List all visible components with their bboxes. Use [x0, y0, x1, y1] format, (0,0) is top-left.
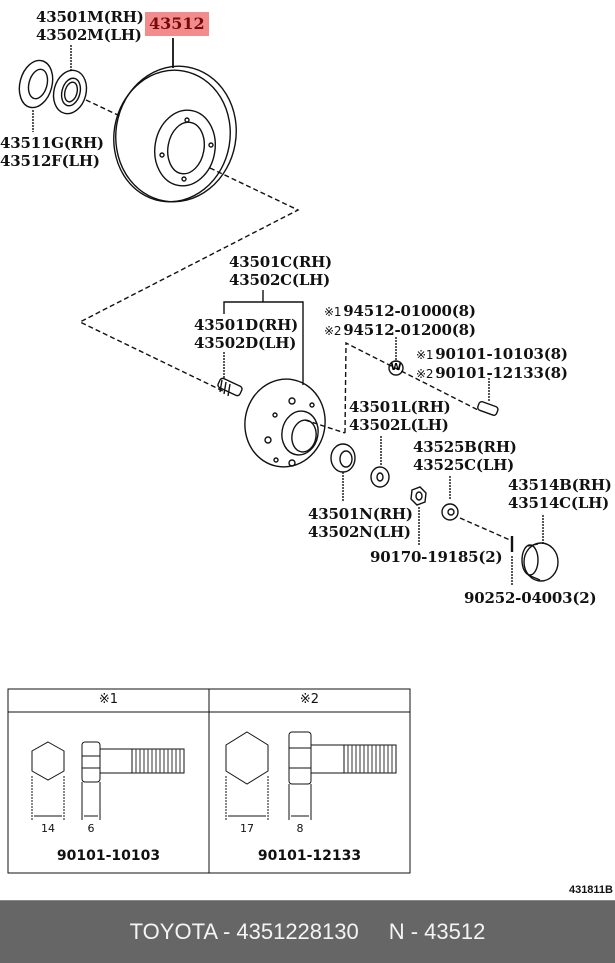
callout-line: 43511G(RH) [0, 134, 104, 152]
callout-line: 94512-01000(8) [343, 302, 476, 320]
callout-inner-bearing-2[interactable]: 43501N(RH) 43502N(LH) [308, 505, 413, 541]
callout-line: 43512F(LH) [0, 152, 100, 170]
callout-axle-hub[interactable]: 43501C(RH) 43502C(LH) [229, 253, 332, 289]
diagram-drawing [7, 38, 559, 874]
inner-bearing-drawing [330, 443, 356, 473]
note-mark: ※2 [416, 367, 434, 381]
callout-line: 90101-10103(8) [435, 345, 568, 363]
parts-diagram: 43512 43501M(RH) 43502M(LH) 43511G(RH) 4… [0, 8, 613, 896]
callout-grease-cap[interactable]: 43514B(RH) 43514C(LH) [508, 476, 612, 512]
callout-line: 43525C(LH) [413, 456, 515, 474]
callout-inner-bearing[interactable]: 43501L(RH) 43502L(LH) [349, 398, 451, 434]
callout-lock-nut[interactable]: 43525B(RH) 43525C(LH) [413, 438, 517, 474]
callout-washer[interactable]: 90170-19185(2) [370, 548, 503, 566]
callout-hub-bolt[interactable]: 43501D(RH) 43502D(LH) [194, 316, 298, 352]
callout-line: 43514B(RH) [508, 476, 612, 494]
oil-seal-drawing [18, 59, 54, 109]
callout-cotter-pin[interactable]: 90252-04003(2) [464, 589, 597, 607]
grease-cap-drawing [521, 542, 559, 582]
note-mark: ※1 [416, 348, 434, 362]
outer-bearing-drawing [52, 69, 88, 115]
table-part-1[interactable]: 90101-10103 [56, 848, 161, 864]
callout-outer-bearing[interactable]: 43501M(RH) 43502M(LH) [36, 8, 144, 44]
footer-ref: N - 43512 [388, 919, 486, 944]
dim-head-height-1: 6 [87, 822, 95, 835]
callout-line: 43501N(RH) [308, 505, 413, 523]
washer-symbol: W [390, 362, 402, 373]
table-header-1: ※1 [98, 692, 119, 707]
dim-across-flats-2: 17 [240, 822, 254, 835]
table-header-2: ※2 [299, 692, 320, 707]
nut-drawing [410, 486, 427, 506]
thrust-washer-drawing [370, 466, 390, 488]
note-mark: ※2 [324, 324, 342, 338]
callout-line: 43502L(LH) [349, 416, 449, 434]
footer-part-number: TOYOTA - 4351228130 [129, 919, 359, 944]
callout-oil-seal[interactable]: 43511G(RH) 43512F(LH) [0, 134, 104, 170]
dim-head-height-2: 8 [296, 822, 304, 835]
highlighted-part-label[interactable]: 43512 [145, 12, 209, 36]
lock-nut-drawing [441, 503, 459, 521]
disc-rotor-drawing [113, 65, 237, 203]
hub-bolt-drawing [217, 377, 243, 397]
callout-line: 43501L(RH) [349, 398, 451, 416]
axle-hub-drawing [244, 378, 326, 468]
callout-line: 43501D(RH) [194, 316, 299, 334]
callout-line: 43502N(LH) [308, 523, 411, 541]
callout-line: 43502M(LH) [36, 26, 142, 44]
table-part-2[interactable]: 90101-12133 [257, 848, 362, 864]
callout-line: 43514C(LH) [508, 494, 610, 512]
footer-bar: TOYOTA - 4351228130 N - 43512 [0, 900, 615, 963]
callout-line: 43525B(RH) [413, 438, 517, 456]
callout-line: 43501C(RH) [229, 253, 332, 271]
callout-line: 43502C(LH) [229, 271, 331, 289]
note-mark: ※1 [324, 305, 342, 319]
callout-line: 43502D(LH) [194, 334, 297, 352]
diagram-id: 431811B [568, 884, 613, 896]
callout-line: 43501M(RH) [36, 8, 144, 26]
spec-table-lines [7, 688, 411, 874]
callout-line: 94512-01200(8) [343, 321, 476, 339]
callout-line: 90101-12133(8) [435, 364, 568, 382]
bolt-drawing [477, 400, 499, 416]
dim-across-flats-1: 14 [41, 822, 55, 835]
